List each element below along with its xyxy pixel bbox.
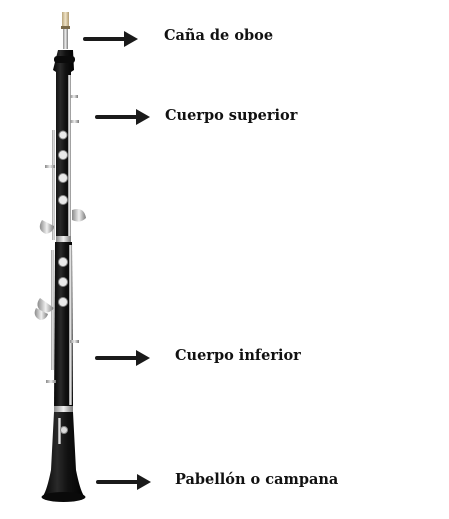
tone-hole-ring bbox=[58, 173, 68, 183]
label-reed: Caña de oboe bbox=[164, 27, 274, 44]
arrow-reed bbox=[83, 31, 138, 47]
arrow-bell bbox=[96, 474, 151, 490]
tone-hole-ring bbox=[58, 195, 68, 205]
reed-cane bbox=[62, 12, 69, 26]
reed-staple bbox=[63, 29, 68, 49]
arrow-upper-joint bbox=[95, 109, 150, 125]
label-upper-joint: Cuerpo superior bbox=[165, 107, 298, 124]
pinky-key bbox=[37, 298, 54, 313]
side-key bbox=[46, 380, 56, 383]
lower-key-rod bbox=[69, 245, 72, 405]
bell bbox=[41, 412, 86, 502]
arrow-lower-joint bbox=[95, 350, 150, 366]
tone-hole-ring bbox=[58, 257, 68, 267]
side-key bbox=[70, 340, 79, 343]
octave-key bbox=[70, 95, 78, 98]
upper-key-rod bbox=[68, 75, 71, 240]
octave-key bbox=[70, 120, 79, 123]
pinky-key bbox=[34, 308, 48, 320]
upper-key-rod-left bbox=[52, 130, 55, 240]
tenon-ring bbox=[56, 236, 71, 242]
side-key bbox=[45, 165, 55, 168]
side-key-lever bbox=[39, 220, 54, 234]
bell-rim bbox=[41, 492, 86, 502]
bell-tube bbox=[43, 412, 84, 496]
upper-joint bbox=[39, 50, 86, 242]
label-lower-joint: Cuerpo inferior bbox=[175, 347, 301, 364]
reed bbox=[61, 12, 70, 49]
tone-hole-ring bbox=[58, 297, 68, 307]
tone-hole-ring bbox=[58, 277, 68, 287]
label-bell: Pabellón o campana bbox=[175, 471, 339, 488]
lower-joint bbox=[34, 242, 79, 412]
tenon-ring bbox=[54, 406, 73, 412]
upper-joint-top-ring bbox=[54, 56, 75, 63]
side-key-lever bbox=[72, 209, 86, 222]
tone-hole-ring bbox=[58, 130, 68, 140]
tone-hole-ring bbox=[60, 426, 68, 434]
tone-hole-ring bbox=[58, 150, 68, 160]
bell-key bbox=[58, 418, 61, 444]
reed-thread bbox=[61, 26, 70, 29]
